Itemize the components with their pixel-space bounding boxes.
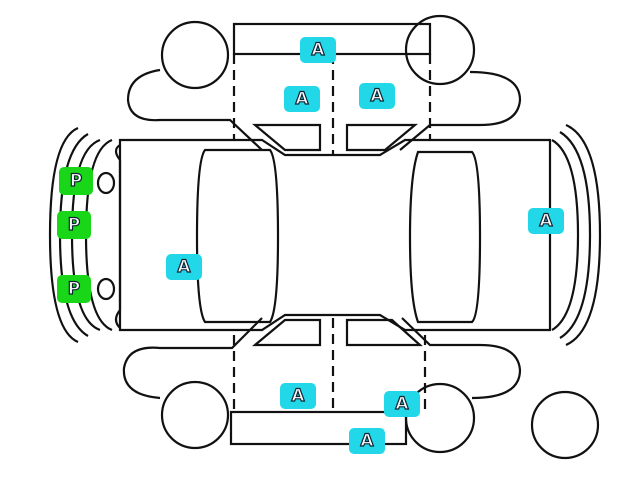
top-view-body	[48, 123, 602, 347]
damage-marker-left-front-door: A	[359, 83, 395, 109]
damage-marker-rear-bumper-upper: P	[59, 167, 93, 195]
damage-marker-right-rear-door: A	[280, 383, 316, 409]
damage-marker-front-bumper: A	[528, 208, 564, 234]
damage-marker-rear-bumper-lower: P	[57, 275, 91, 303]
bottom-side-view	[122, 317, 600, 460]
damage-marker-right-front-fender: A	[384, 391, 420, 417]
top-side-view	[126, 14, 522, 155]
damage-marker-left-rear-door: A	[284, 86, 320, 112]
damage-marker-trunk: A	[166, 254, 202, 280]
damage-marker-left-side-rocker: A	[300, 37, 336, 63]
damage-marker-right-side-rocker: A	[349, 428, 385, 454]
damage-marker-rear-bumper-middle: P	[57, 211, 91, 239]
